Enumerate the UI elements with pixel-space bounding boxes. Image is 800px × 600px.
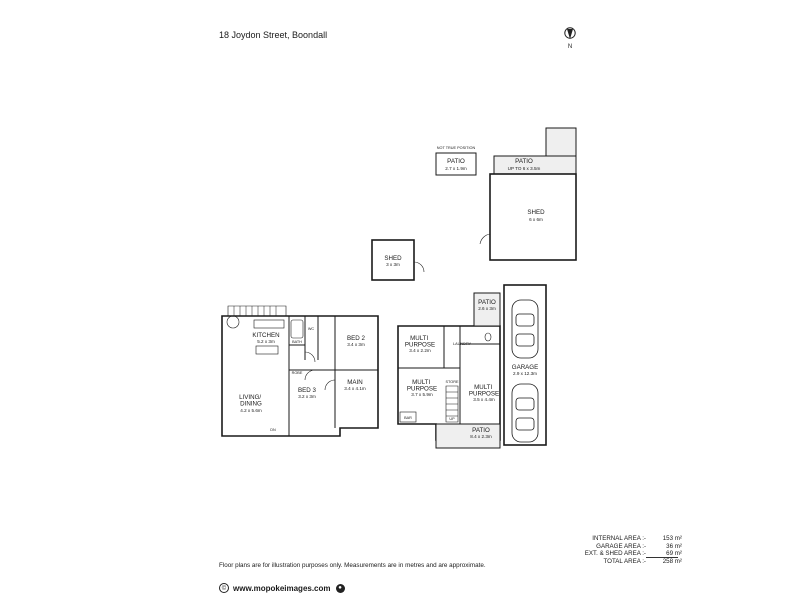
patio-small-dims: 2.7 x 1.9m <box>445 166 467 171</box>
garage-outline <box>503 284 547 446</box>
upper-stairs-outline <box>227 305 287 317</box>
store-label: STORE <box>445 380 458 384</box>
area-summary: INTERNAL AREA :- 153 m² GARAGE AREA :- 3… <box>574 535 682 565</box>
patio-top-outline <box>473 292 501 327</box>
patio-large-outline <box>493 155 577 175</box>
shed-large-name: SHED <box>527 209 545 216</box>
multi2-name-line2: PURPOSE <box>407 386 437 393</box>
patio-large-dims: UP TO 6 x 3.5m <box>508 166 541 171</box>
kitchen-bench-outline <box>253 319 285 329</box>
disclaimer-text: Floor plans are for illustration purpose… <box>219 562 486 569</box>
patio-bottom-outline <box>435 423 501 449</box>
total-divider <box>646 557 678 558</box>
website-link[interactable]: www.mopokeimages.com <box>233 583 331 593</box>
area-value: 258 m² <box>662 557 682 565</box>
kitchen-name: KITCHEN <box>252 332 279 339</box>
shed-large-outline <box>489 173 577 261</box>
patio-bottom-name: PATIO <box>472 427 490 434</box>
area-label: EXT. & SHED AREA :- <box>584 550 646 558</box>
north-arrow-icon: N <box>564 27 576 50</box>
shed-small-name: SHED <box>384 255 402 262</box>
area-value: 153 m² <box>662 535 682 542</box>
main-name: MAIN <box>347 379 362 386</box>
area-row-garage: GARAGE AREA :- 36 m² <box>574 543 682 551</box>
living-dims: 4.2 x 5.6m <box>240 408 262 413</box>
shed-small-outline <box>371 239 415 281</box>
bar-label: BAR <box>404 416 412 420</box>
garage-name: GARAGE <box>512 364 538 371</box>
north-label: N <box>568 44 572 50</box>
copyright-icon: © <box>219 583 229 593</box>
area-label: GARAGE AREA :- <box>596 542 646 550</box>
kitchen-island-outline <box>255 345 279 355</box>
living-name-line1: LIVING/ <box>239 394 261 401</box>
area-value: 36 m² <box>666 542 682 550</box>
multi1-dims: 3.4 x 2.2m <box>409 348 431 353</box>
area-label: TOTAL AREA :- <box>603 557 646 565</box>
garage-dims: 2.9 x 12.3m <box>513 371 537 376</box>
living-name-line2: DINING <box>240 401 262 408</box>
car-icon-top <box>511 299 539 359</box>
main-dims: 3.4 x 4.1m <box>344 386 366 391</box>
property-address: 18 Joydon Street, Boondall <box>219 30 328 40</box>
area-value: 69 m² <box>666 550 682 558</box>
bathtub-outline <box>290 319 304 339</box>
bar-counter-outline <box>399 411 417 423</box>
not-true-position-label: NOT TRUE POSITION <box>437 146 476 150</box>
patio-small-name: PATIO <box>447 158 465 165</box>
footer: © www.mopokeimages.com ● <box>219 583 345 593</box>
multi1-name: MULTI PURPOSE <box>405 335 435 349</box>
multi2-dims: 3.7 x 5.9m <box>411 392 433 397</box>
patio-small-outline <box>435 152 477 176</box>
car-icon-bottom <box>511 383 539 443</box>
multi3-name-line2: PURPOSE <box>469 391 499 398</box>
dn-label: DN <box>270 428 276 432</box>
area-row-total: TOTAL AREA :- 258 m² <box>574 558 682 566</box>
multi1-name-line1: MULTI <box>410 335 428 342</box>
patio-top-name: PATIO <box>478 299 496 306</box>
area-row-internal: INTERNAL AREA :- 153 m² <box>574 535 682 543</box>
shed-small-dims: 3 x 3m <box>386 262 400 267</box>
patio-top-dims: 2.6 x 3m <box>478 306 496 311</box>
area-label: INTERNAL AREA :- <box>592 535 646 542</box>
bed3-name: BED 3 <box>298 387 316 394</box>
multi3-name: MULTI PURPOSE <box>469 384 499 398</box>
multi3-name-line1: MULTI <box>474 384 492 391</box>
bed2-dims: 3.4 x 3m <box>347 342 365 347</box>
patio-extension-outline <box>545 127 577 157</box>
robe-label: ROBE <box>292 371 303 375</box>
upper-floor-outline <box>221 315 379 437</box>
logo-icon: ● <box>335 583 345 593</box>
laundry-label: LAUNDRY <box>453 342 472 346</box>
bath-label: BATH <box>292 340 302 344</box>
patio-bottom-dims: 8.4 x 2.3m <box>470 434 492 439</box>
shed-large-dims: 6 x 6m <box>529 217 543 222</box>
area-row-ext-shed: EXT. & SHED AREA :- 69 m² <box>574 550 682 558</box>
multi3-dims: 3.5 x 4.4m <box>473 397 495 402</box>
multi2-name-line1: MULTI <box>412 379 430 386</box>
patio-large-name: PATIO <box>515 158 533 165</box>
kitchen-dims: 5.2 x 3m <box>257 339 275 344</box>
bed3-dims: 3.2 x 3m <box>298 394 316 399</box>
bed2-name: BED 2 <box>347 335 365 342</box>
up-label: UP <box>449 417 455 421</box>
living-name: LIVING/ DINING <box>239 394 263 408</box>
wc-label: WC <box>308 327 315 331</box>
multi2-name: MULTI PURPOSE <box>407 379 437 393</box>
multi1-name-line2: PURPOSE <box>405 342 435 349</box>
